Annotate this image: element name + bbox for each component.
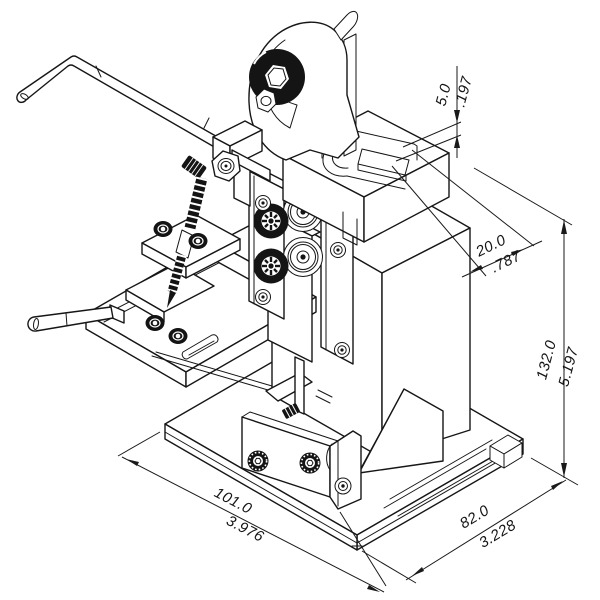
extension-line xyxy=(402,121,462,148)
extension-line xyxy=(395,134,462,162)
pivot-hex-nut xyxy=(211,150,241,182)
bent-rod-handle xyxy=(16,55,229,153)
cap-screw xyxy=(153,221,173,237)
arrowhead xyxy=(551,481,563,490)
guide-pulley xyxy=(283,237,323,277)
thumb-screw xyxy=(181,155,207,179)
upper-hex-nut xyxy=(255,88,277,113)
dim-metric-label: 5.0 xyxy=(433,82,455,108)
splined-feed-wheel xyxy=(253,203,289,239)
button-screw xyxy=(334,477,352,495)
feed-lever-handle xyxy=(27,304,125,332)
gusset-plate xyxy=(358,388,444,474)
cap-screw xyxy=(188,233,208,249)
yoke-bracket xyxy=(248,10,360,161)
arrowhead xyxy=(126,459,139,466)
dimension-line xyxy=(405,479,567,581)
arrowhead xyxy=(454,110,460,123)
cap-screw xyxy=(145,315,165,331)
stub-pin xyxy=(333,10,359,41)
tension-spring-screw xyxy=(167,155,208,308)
top-die-block xyxy=(282,110,450,246)
grub-screw xyxy=(282,403,300,419)
dimension-line xyxy=(461,240,543,278)
machine-assembly xyxy=(16,10,524,551)
dimension-line xyxy=(121,456,385,593)
dim-inch-label: .197 xyxy=(451,74,476,109)
extension-line xyxy=(473,167,573,226)
arrowhead xyxy=(511,249,524,256)
extension-line xyxy=(411,149,535,247)
cap-screw xyxy=(168,328,188,344)
extension-line xyxy=(391,165,487,277)
extension-line xyxy=(117,431,161,457)
knurled-clamp-screws xyxy=(247,450,321,474)
extension-line xyxy=(361,550,417,584)
dim-inch-label: 5.197 xyxy=(555,345,582,388)
arrowhead xyxy=(561,463,567,477)
cutter-arm xyxy=(265,356,333,419)
keyhole-slot xyxy=(321,130,418,190)
pivot-block xyxy=(211,88,277,207)
button-screw xyxy=(255,289,271,305)
arrowhead xyxy=(454,135,460,148)
table-slot xyxy=(181,334,219,360)
arrowhead xyxy=(367,585,380,592)
button-screws xyxy=(255,195,352,495)
button-screw xyxy=(255,195,271,211)
arrowhead xyxy=(412,567,424,576)
button-screw xyxy=(334,342,350,358)
arrowhead xyxy=(561,220,567,234)
dim-inch-label: 3.976 xyxy=(223,512,267,546)
arrowhead xyxy=(470,265,483,272)
dimension-slot-width: 20.0 .787 xyxy=(391,149,543,278)
roller-pair-bottom xyxy=(253,237,323,284)
cap-screws xyxy=(145,221,208,344)
base-rail xyxy=(383,434,523,517)
extension-line xyxy=(339,511,387,587)
splined-feed-wheel xyxy=(253,248,289,284)
dim-metric-label: 132.0 xyxy=(533,338,560,381)
extension-line xyxy=(530,457,579,486)
dim-metric-label: 82.0 xyxy=(457,502,493,533)
knurled-screw xyxy=(247,450,269,472)
button-screw xyxy=(330,242,346,258)
knurled-screw xyxy=(299,452,321,474)
